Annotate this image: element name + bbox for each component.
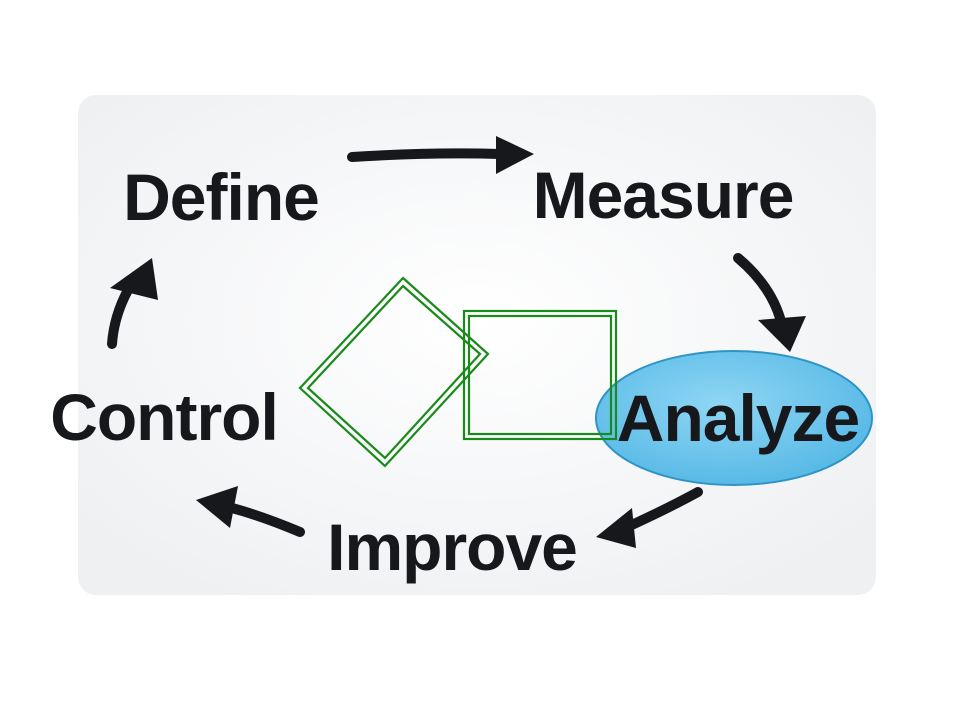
step-label-define: Define: [123, 160, 319, 234]
step-label-measure: Measure: [533, 158, 794, 232]
arrow-control-to-define: [107, 258, 158, 349]
overlay-diamond: [298, 276, 490, 468]
arrow-improve-to-control: [196, 486, 305, 537]
arrow-define-to-measure: [347, 136, 534, 174]
step-label-analyze: Analyze: [617, 381, 859, 455]
overlay-square: [462, 309, 618, 441]
arrow-analyze-to-improve: [596, 487, 703, 548]
step-label-control: Control: [50, 380, 278, 454]
analyze-highlight-ellipse: [595, 350, 873, 486]
step-label-improve: Improve: [327, 510, 577, 584]
arrow-measure-to-analyze: [733, 253, 806, 352]
